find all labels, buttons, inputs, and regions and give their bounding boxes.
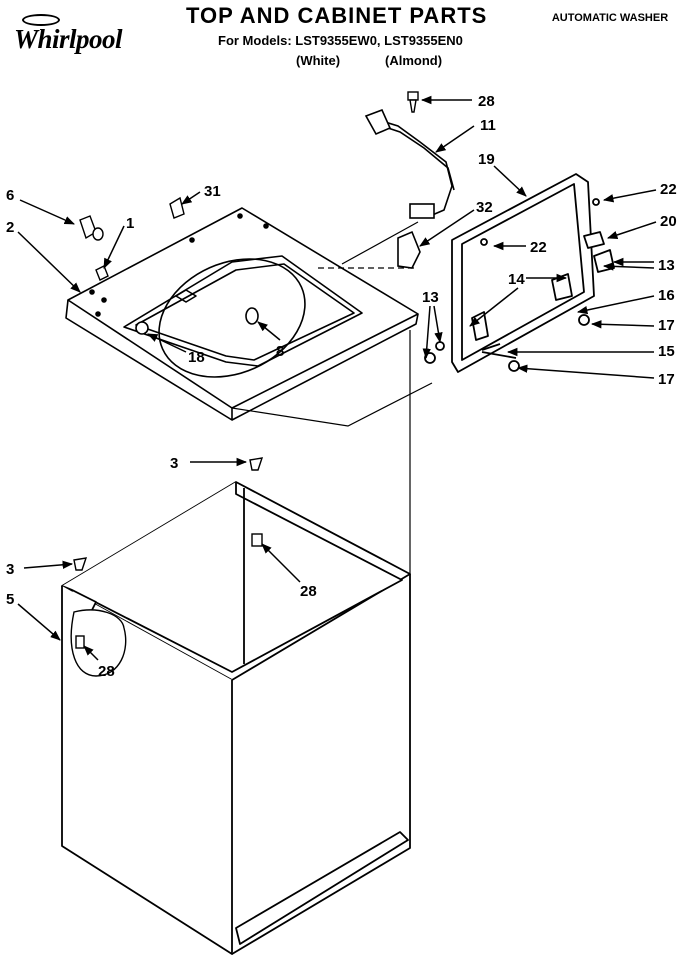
callout-19-lid: 19 — [478, 151, 495, 168]
cabinet-cutaway — [70, 609, 127, 677]
callout-17-nut-lower: 17 — [658, 371, 675, 388]
variant-almond: (Almond) — [385, 53, 443, 68]
cabinet-part-5 — [61, 481, 411, 955]
callout-15-rod: 15 — [658, 343, 675, 360]
callout-labels: 28 11 19 22 31 6 32 20 1 2 22 13 14 16 1… — [6, 93, 677, 680]
hinge-part-8 — [135, 307, 259, 335]
callout-3-clip-top: 3 — [170, 455, 178, 472]
logo-swoosh-icon — [22, 14, 60, 26]
brand-logo: Whirlpool — [14, 24, 123, 54]
callout-leaders — [17, 95, 657, 661]
callout-31-clip: 31 — [204, 183, 221, 200]
callout-22-bumper: 22 — [660, 181, 677, 198]
callout-3-clip-side: 3 — [6, 561, 14, 578]
callout-28-screw: 28 — [478, 93, 495, 110]
screws-part-28-cabinet — [75, 533, 263, 649]
clip-part-1 — [95, 265, 109, 281]
product-type: AUTOMATIC WASHER — [551, 12, 669, 24]
clips-part-3 — [73, 457, 264, 571]
washer-top-panel — [65, 207, 419, 421]
wire-harness-part-11 — [364, 108, 455, 219]
callout-14-bracket: 14 — [508, 271, 525, 288]
callout-32-switch: 32 — [476, 199, 493, 216]
callout-17-nut: 17 — [658, 317, 675, 334]
variant-white: (White) — [296, 53, 341, 68]
callout-6-clip: 6 — [6, 187, 14, 204]
callout-16-spring: 16 — [658, 287, 675, 304]
callout-13-screw-left: 13 — [422, 289, 439, 306]
clip-part-6 — [79, 215, 104, 241]
callout-22-bumper-lower: 22 — [530, 239, 547, 256]
assembly-guide-lines — [231, 221, 433, 574]
callout-18-ring: 18 — [188, 349, 205, 366]
callout-28-screw-cutaway: 28 — [98, 663, 115, 680]
callout-20-hinge: 20 — [660, 213, 677, 230]
callout-5-cabinet: 5 — [6, 591, 14, 608]
callout-28-screw-cabinet: 28 — [300, 583, 317, 600]
callout-2-top: 2 — [6, 219, 14, 236]
model-numbers: For Models: LST9355EW0, LST9355EN0 — [218, 33, 463, 48]
page-title: TOP AND CABINET PARTS — [186, 3, 488, 28]
clip-part-31 — [169, 196, 185, 219]
screw-part-28-top — [407, 91, 419, 113]
callout-1-clip: 1 — [126, 215, 134, 232]
callout-11-harness: 11 — [480, 117, 496, 134]
callout-13-screw-right: 13 — [658, 257, 675, 274]
lid-switch-part-32 — [397, 230, 421, 269]
callout-8-hinge: 8 — [276, 343, 284, 360]
